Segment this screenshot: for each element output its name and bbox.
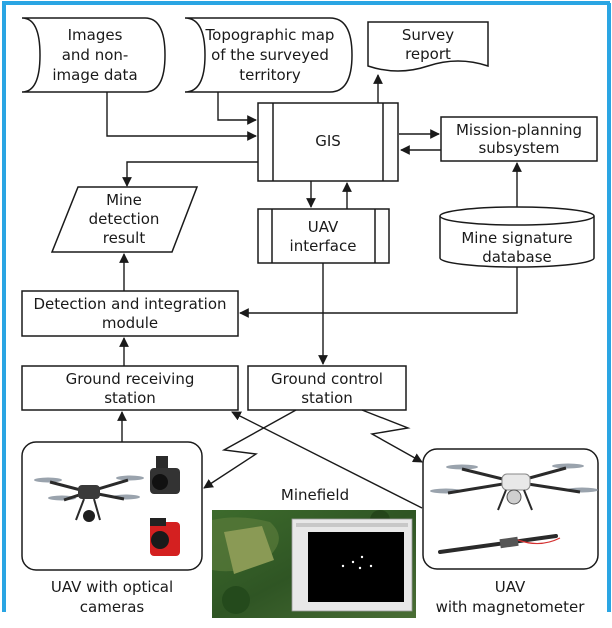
minefield-image: [212, 510, 416, 618]
optical-drone-image: [34, 475, 144, 522]
edge-control-to-optical: [203, 409, 297, 489]
zoom-camera-image: [150, 456, 180, 494]
uav-optical-node: [21, 441, 203, 571]
images-data-line3: image data: [52, 66, 137, 84]
mine-detection-result-node: Mine detection result: [50, 186, 199, 253]
ground-receiving-node: Ground receiving station: [21, 365, 239, 411]
mine-detection-line3: result: [103, 229, 146, 247]
ground-control-node: Ground control station: [247, 365, 407, 411]
mission-planning-node: Mission-planning subsystem: [440, 116, 598, 162]
uav-interface-line1: UAV: [308, 218, 339, 236]
edge-topo-to-gis: [217, 92, 257, 125]
gis-label: GIS: [315, 132, 341, 150]
edge-magnetometer-to-receiving: [231, 411, 423, 509]
uav-interface-node: UAV interface: [257, 208, 390, 264]
ground-control-line1: Ground control: [271, 370, 383, 388]
edge-db-to-detection: [239, 267, 518, 318]
images-data-line1: Images: [68, 26, 123, 44]
ground-receiving-line2: station: [104, 389, 156, 407]
mine-signature-line2: database: [482, 248, 552, 266]
uav-magnetometer-line1: UAV: [495, 578, 526, 596]
detection-integration-line2: module: [102, 314, 158, 332]
detection-integration-node: Detection and integration module: [21, 290, 239, 337]
topo-map-line1: Topographic map: [205, 26, 335, 44]
topo-map-line3: territory: [239, 66, 301, 84]
uav-magnetometer-node: [422, 448, 599, 570]
detection-integration-line1: Detection and integration: [33, 295, 226, 313]
uav-optical-line1: UAV with optical: [51, 578, 173, 596]
survey-report-node: Survey report: [367, 21, 489, 72]
images-data-node: Images and non- image data: [21, 17, 166, 93]
gis-node: GIS: [257, 102, 399, 182]
thermal-camera-image: [150, 518, 180, 556]
mine-detection-line1: Mine: [106, 191, 142, 209]
survey-report-line1: Survey: [402, 26, 454, 44]
uav-magnetometer-line2: with magnetometer: [436, 598, 586, 616]
mine-signature-db-node: Mine signature database: [439, 206, 595, 268]
magnetometer-sensor-image: [438, 534, 561, 554]
edge-images-to-gis: [106, 92, 257, 141]
topo-map-node: Topographic map of the surveyed territor…: [184, 17, 353, 93]
edge-control-to-magnetometer: [361, 409, 423, 463]
mission-planning-line2: subsystem: [478, 139, 559, 157]
connectors: [106, 74, 522, 509]
topo-map-line2: of the surveyed: [211, 46, 329, 64]
ground-receiving-line1: Ground receiving: [66, 370, 195, 388]
frame-border: [2, 1, 611, 612]
uav-optical-line2: cameras: [80, 598, 145, 616]
minefield-label: Minefield: [281, 486, 349, 504]
mine-signature-line1: Mine signature: [461, 229, 572, 247]
magnetometer-drone-image: [430, 463, 598, 511]
edge-gis-to-result: [122, 161, 258, 187]
ground-control-line2: station: [301, 389, 353, 407]
survey-report-line2: report: [405, 45, 451, 63]
uav-interface-line2: interface: [290, 237, 357, 255]
images-data-line2: and non-: [62, 46, 129, 64]
mission-planning-line1: Mission-planning: [456, 121, 582, 139]
mine-detection-line2: detection: [89, 210, 160, 228]
